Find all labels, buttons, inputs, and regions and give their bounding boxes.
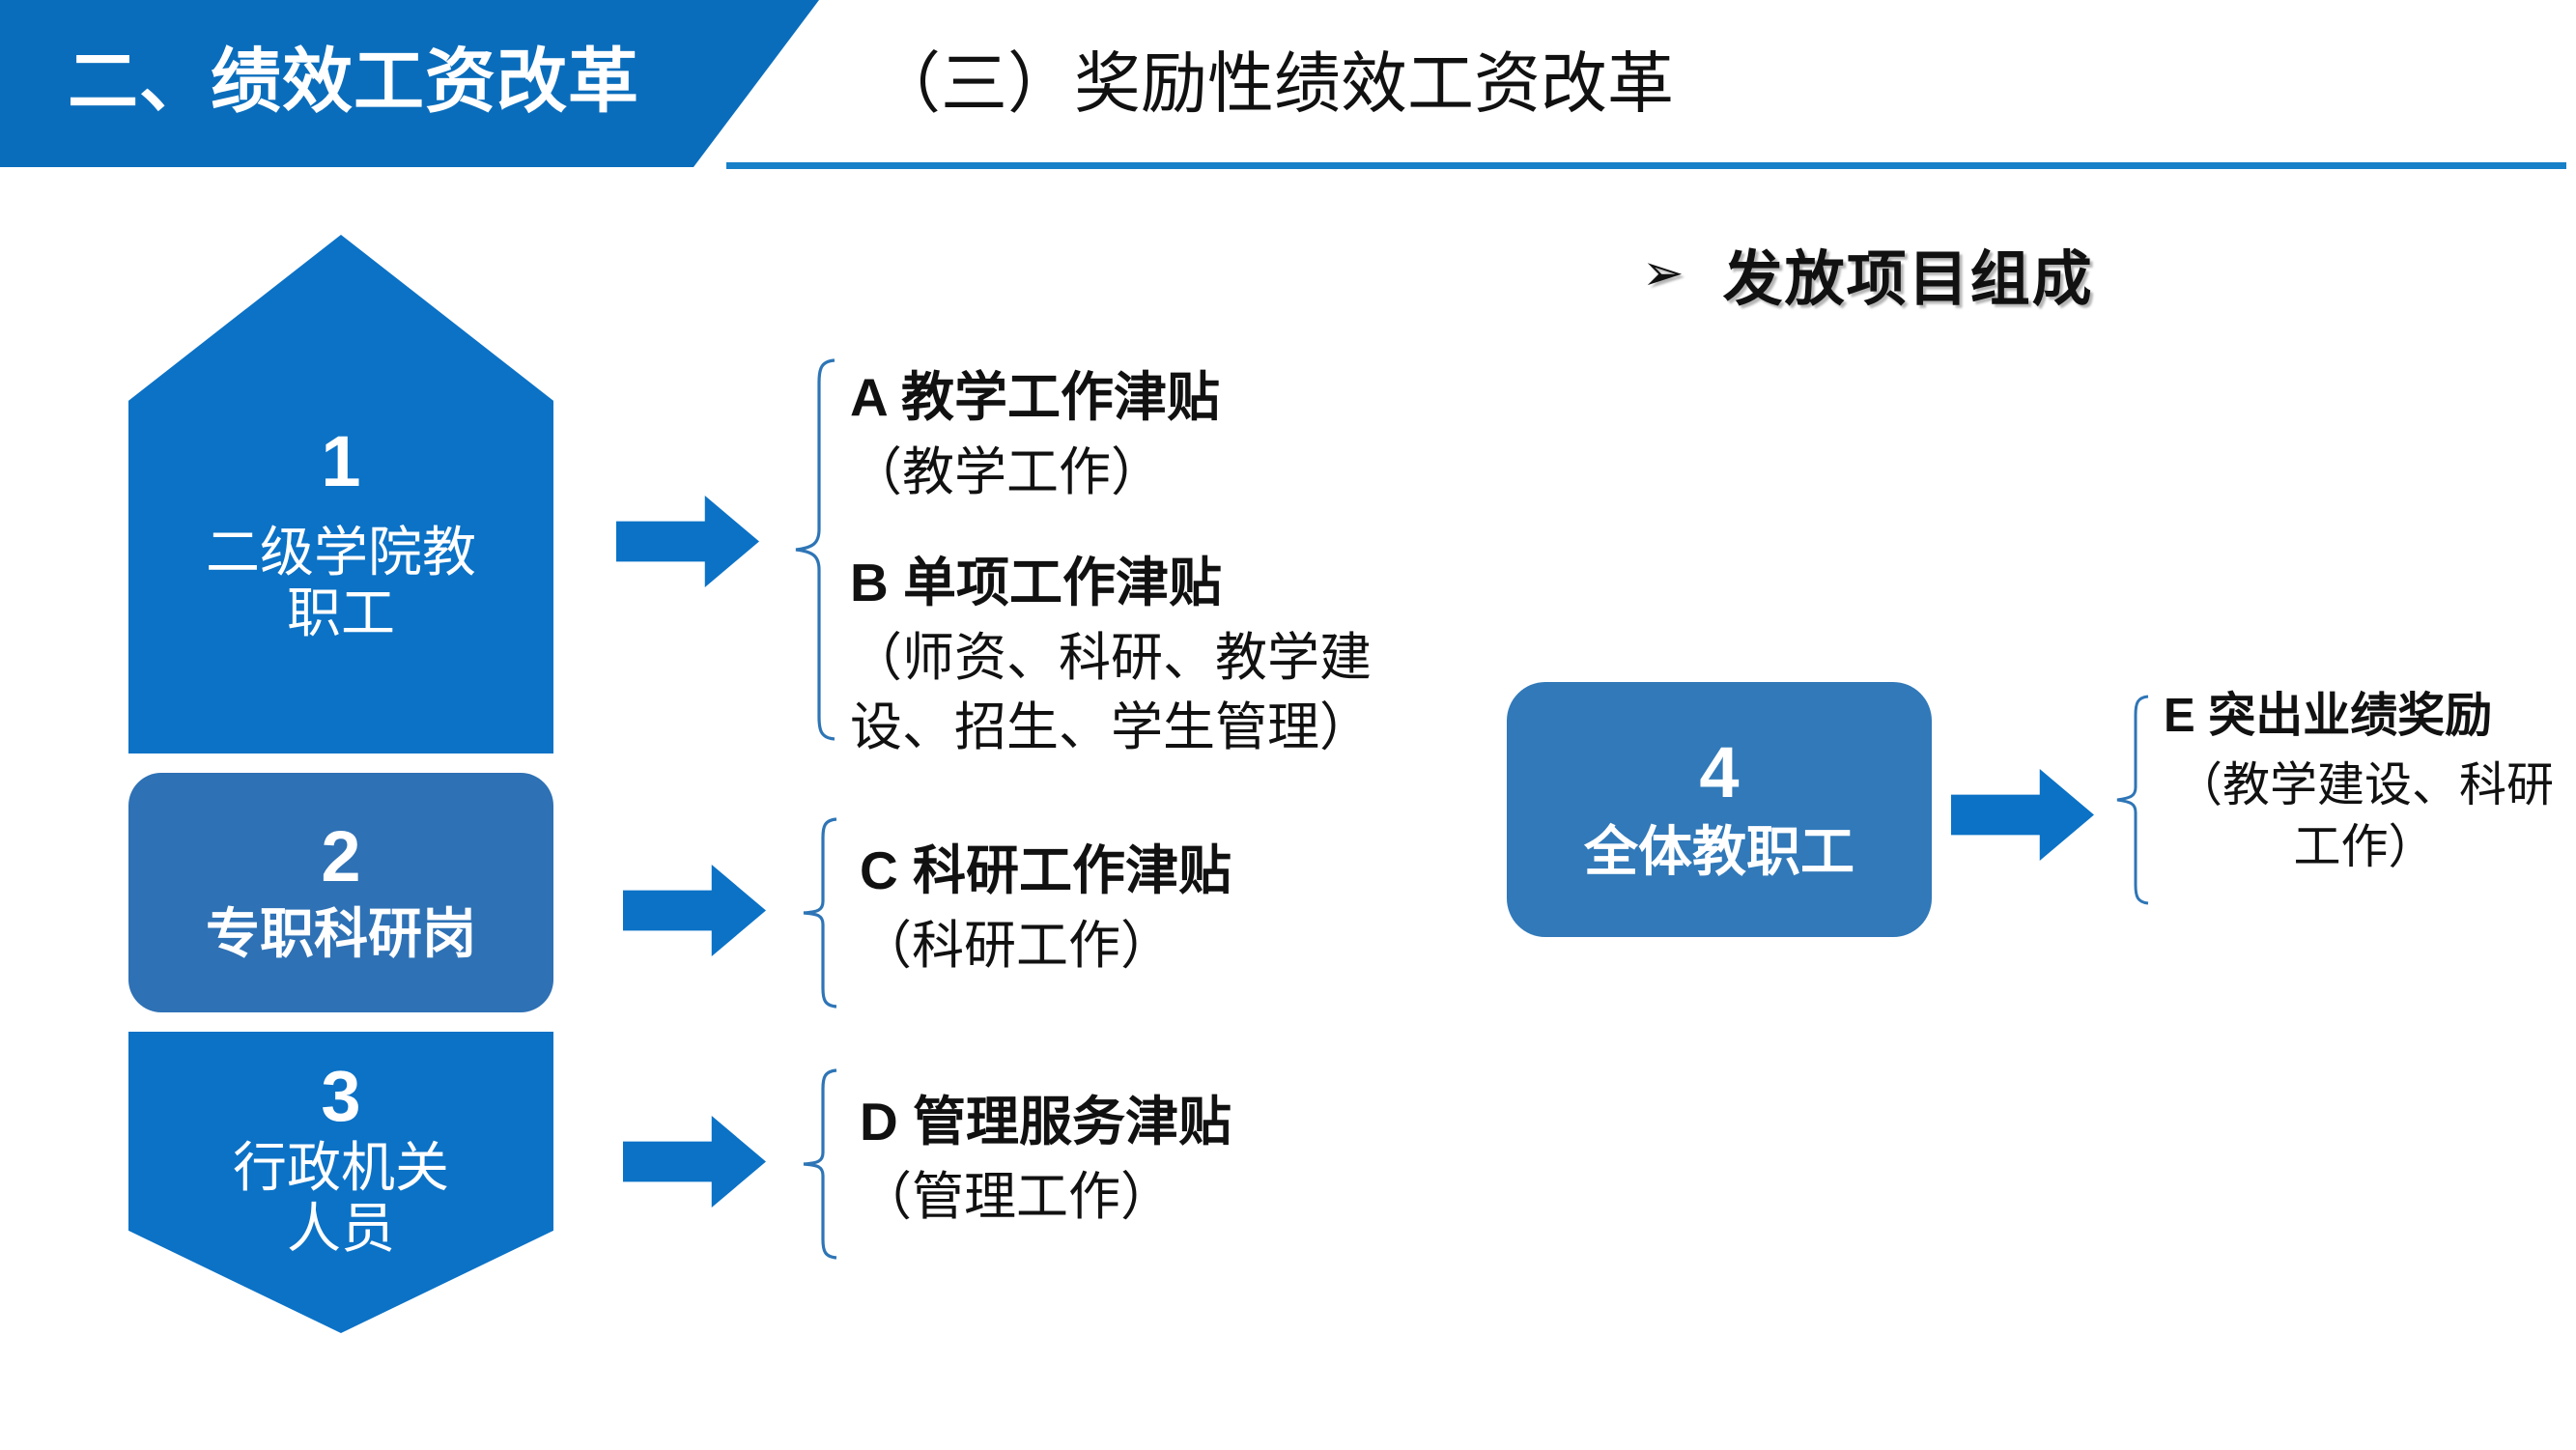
brace-icon-c — [800, 816, 838, 1009]
group-number: 1 — [321, 421, 361, 502]
benefit-item-title: A 教学工作津贴 — [850, 367, 1220, 427]
group-number: 4 — [1699, 731, 1740, 812]
group-caption-line2: 人员 — [287, 1198, 395, 1259]
benefit-item-detail: （师资、科研、教学建设、招生、学生管理） — [850, 629, 1372, 756]
benefit-item-e: E 突出业绩奖励 （教学建设、科研工作） — [2164, 688, 2576, 879]
benefit-item-detail: （教学工作） — [850, 443, 1163, 501]
page-title: （三）奖励性绩效工资改革 — [874, 46, 1674, 121]
group-caption-line1: 二级学院教 — [206, 522, 476, 583]
benefit-item-d: D 管理服务津贴 （管理工作） — [860, 1090, 1478, 1233]
right-arrow-icon-1 — [616, 496, 759, 587]
group-shape-1[interactable]: 1 二级学院教 职工 — [128, 235, 553, 753]
right-arrow-icon-4 — [1951, 769, 2094, 861]
group-caption-line2: 职工 — [287, 583, 395, 643]
benefit-item-b: B 单项工作津贴 （师资、科研、教学建设、招生、学生管理） — [850, 551, 1468, 763]
group-caption-line1: 专职科研岗 — [206, 902, 476, 964]
benefit-item-detail: （科研工作） — [860, 917, 1173, 975]
benefit-item-title: D 管理服务津贴 — [860, 1092, 1232, 1151]
arrow-bullet-icon: ➢ — [1642, 244, 1684, 302]
group-shape-4[interactable]: 4 全体教职工 — [1507, 682, 1932, 937]
right-arrow-icon-3 — [623, 1116, 766, 1208]
group-caption-line1: 全体教职工 — [1584, 820, 1854, 882]
right-arrow-icon-2 — [623, 865, 766, 956]
benefit-item-detail: （管理工作） — [860, 1168, 1173, 1226]
group-shape-3[interactable]: 3 行政机关 人员 — [128, 1032, 553, 1333]
benefit-item-title: C 科研工作津贴 — [860, 840, 1232, 900]
brace-icon-d — [800, 1067, 838, 1261]
bullet-heading: ➢ 发放项目组成 — [1642, 230, 2094, 317]
benefit-item-title: B 单项工作津贴 — [850, 553, 1223, 612]
brace-icon-e — [2113, 694, 2150, 906]
brace-icon-ab — [792, 357, 836, 742]
group-caption-line1: 行政机关 — [233, 1137, 449, 1199]
section-tab-banner — [0, 0, 819, 167]
benefit-item-detail: （教学建设、科研工作） — [2174, 758, 2554, 874]
benefit-item-a: A 教学工作津贴 （教学工作） — [850, 365, 1468, 508]
group-number: 3 — [321, 1056, 361, 1137]
section-tab-label: 二、绩效工资改革 — [68, 43, 639, 121]
title-underline — [726, 162, 2566, 169]
group-shape-2[interactable]: 2 专职科研岗 — [128, 773, 553, 1012]
bullet-heading-label: 发放项目组成 — [1722, 246, 2094, 313]
benefit-item-c: C 科研工作津贴 （科研工作） — [860, 839, 1478, 981]
group-number: 2 — [321, 815, 361, 896]
benefit-item-title: E 突出业绩奖励 — [2164, 690, 2493, 742]
